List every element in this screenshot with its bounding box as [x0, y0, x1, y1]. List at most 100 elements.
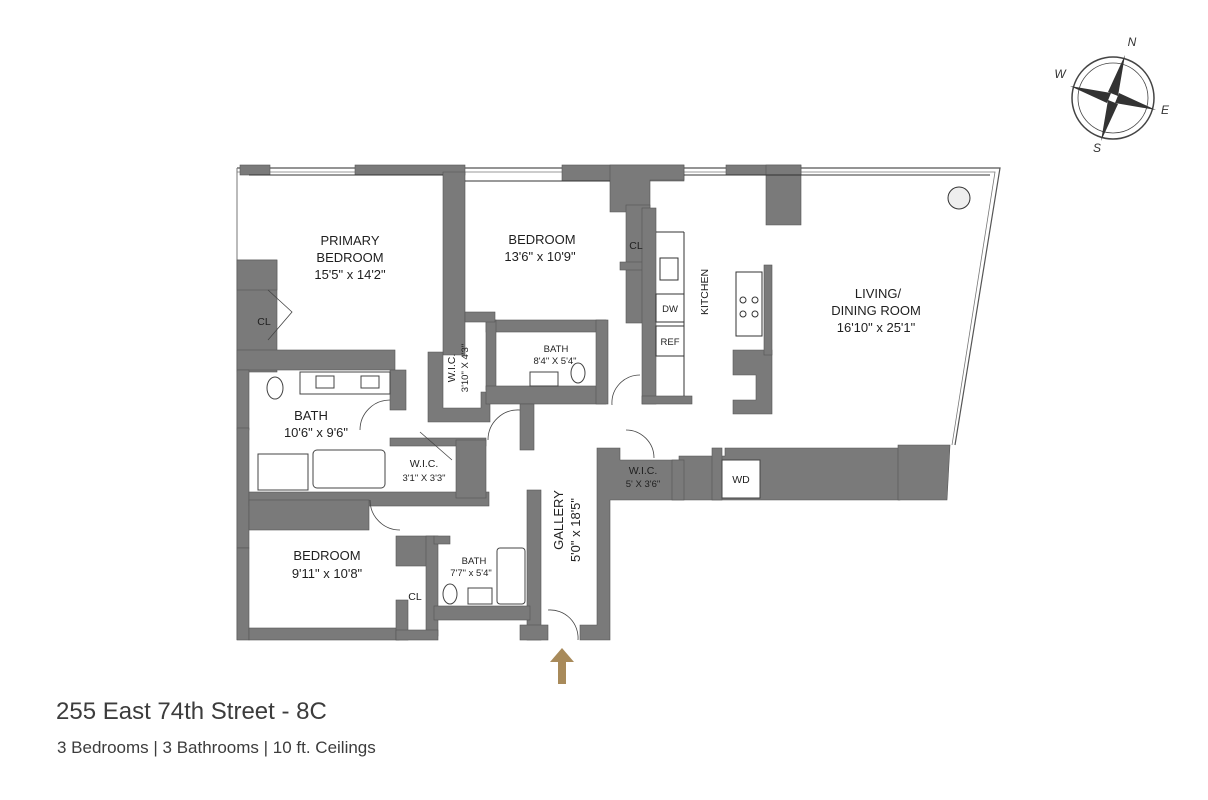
- bath3-label: BATH: [462, 556, 487, 567]
- wall-primary-bottom: [236, 349, 396, 371]
- wall-left-2: [236, 369, 250, 431]
- compass-n: N: [1128, 35, 1137, 49]
- wall-left-pier: [236, 259, 278, 291]
- sink: [315, 375, 335, 389]
- living-label: LIVING/: [855, 286, 902, 301]
- bath2-dim: 8'4" X 5'4": [533, 356, 576, 367]
- burner: [751, 296, 759, 304]
- bath3-dim: 7'7" x 5'4": [450, 568, 492, 579]
- dw-label: DW: [662, 304, 678, 315]
- wic3-dim: 5' X 3'6": [626, 479, 660, 490]
- bedroom3-dim: 9'11" x 10'8": [292, 566, 363, 581]
- bath-primary-dim: 10'6" x 9'6": [284, 425, 348, 440]
- room-labels: PRIMARY BEDROOM 15'5" x 14'2" BEDROOM 13…: [257, 35, 1170, 603]
- burner: [739, 296, 747, 304]
- compass-w: W: [1054, 67, 1067, 81]
- compass-rose-icon: [1070, 55, 1156, 141]
- wall-bath3-top: [433, 535, 451, 545]
- bath-primary-label: BATH: [294, 408, 328, 423]
- door-swing: [419, 431, 453, 461]
- bath2-vanity: [529, 371, 559, 387]
- gallery-label: GALLERY: [551, 490, 566, 550]
- kitchen-appliances: [655, 186, 971, 357]
- kitchen-sink: [659, 257, 679, 281]
- wic1-label: W.I.C.: [446, 354, 458, 383]
- wall-bath3-bottom: [433, 605, 531, 621]
- toilet: [442, 583, 458, 605]
- cl3-label: CL: [408, 591, 422, 603]
- wall-bath2-left: [485, 319, 497, 391]
- tub: [312, 449, 386, 489]
- wall-top-pier: [609, 164, 685, 213]
- door-swing: [359, 399, 391, 431]
- wd-box: [721, 459, 761, 499]
- exterior-window-line-inner: [237, 171, 996, 446]
- wall-bath-right: [389, 369, 407, 411]
- listing-subtitle: 3 Bedrooms | 3 Bathrooms | 10 ft. Ceilin…: [57, 738, 376, 757]
- ref-label: REF: [661, 337, 680, 348]
- shower: [257, 453, 309, 491]
- wic2-label: W.I.C.: [410, 458, 439, 470]
- wall-kitchen-left: [641, 207, 657, 405]
- wall-left-3: [236, 427, 250, 549]
- entry-arrow-icon: [550, 648, 574, 684]
- doors: [267, 289, 655, 641]
- bath2-label: BATH: [544, 344, 569, 355]
- bath3-vanity: [467, 587, 493, 605]
- wall-gallery-bottom: [519, 624, 549, 641]
- wall-bath2-bottom: [485, 385, 607, 405]
- living-label2: DINING ROOM: [831, 303, 921, 318]
- wall-bedroom3-top: [248, 499, 370, 531]
- primary-bedroom-dim: 15'5" x 14'2": [314, 267, 386, 282]
- living-dim: 16'10" x 25'1": [837, 320, 916, 335]
- burner: [739, 310, 747, 318]
- wall-bath2-right: [595, 319, 609, 405]
- walls: [236, 164, 951, 641]
- cl1-label: CL: [257, 316, 271, 328]
- wall-cl3-right: [425, 535, 439, 637]
- bath3-tub: [496, 547, 526, 605]
- toilet: [570, 362, 586, 384]
- wall-living-right: [897, 444, 951, 501]
- kitchen-label: KITCHEN: [699, 269, 711, 315]
- wall-top-left: [239, 164, 271, 176]
- wall-bedroom3-bottom: [248, 627, 400, 641]
- primary-bedroom-label: PRIMARY: [321, 233, 380, 248]
- wall-left-4: [236, 547, 250, 641]
- door-swing: [547, 609, 579, 641]
- wall-wic2-right: [455, 439, 487, 499]
- dishwasher: [655, 293, 685, 323]
- cl2-label: CL: [629, 240, 643, 252]
- wic1-dim: 3'10" X 4'3": [460, 344, 471, 392]
- primary-bedroom-label2: BEDROOM: [316, 250, 383, 265]
- compass-s: S: [1093, 141, 1101, 155]
- wd-label: WD: [732, 474, 750, 486]
- wall-island-post: [763, 264, 773, 356]
- column: [947, 186, 971, 210]
- door-swing: [369, 499, 401, 531]
- compass-e: E: [1161, 103, 1170, 117]
- bedroom2-label: BEDROOM: [508, 232, 575, 247]
- wall-island: [732, 349, 773, 415]
- burner: [751, 310, 759, 318]
- listing-title: 255 East 74th Street - 8C: [56, 698, 327, 725]
- wic3-label: W.I.C.: [629, 465, 658, 477]
- gallery-dim: 5'0" x 18'5": [568, 498, 583, 562]
- wall-wd-left: [711, 447, 723, 501]
- bedroom3-label: BEDROOM: [293, 548, 360, 563]
- bedroom2-dim: 13'6" x 10'9": [504, 249, 576, 264]
- wall-top-pier2: [765, 164, 802, 226]
- door-swing: [267, 289, 293, 341]
- refrigerator: [655, 325, 685, 357]
- room-outlines: [249, 174, 990, 396]
- wall-hall-1: [519, 403, 535, 451]
- cooktop: [735, 271, 763, 337]
- door-swing: [611, 374, 641, 406]
- bath-fixtures: [257, 362, 761, 605]
- wall-primary-bedroom-divider: [442, 171, 466, 356]
- sink: [360, 375, 380, 389]
- toilet: [266, 376, 284, 400]
- door-swing: [487, 409, 521, 441]
- door-swing: [625, 429, 655, 459]
